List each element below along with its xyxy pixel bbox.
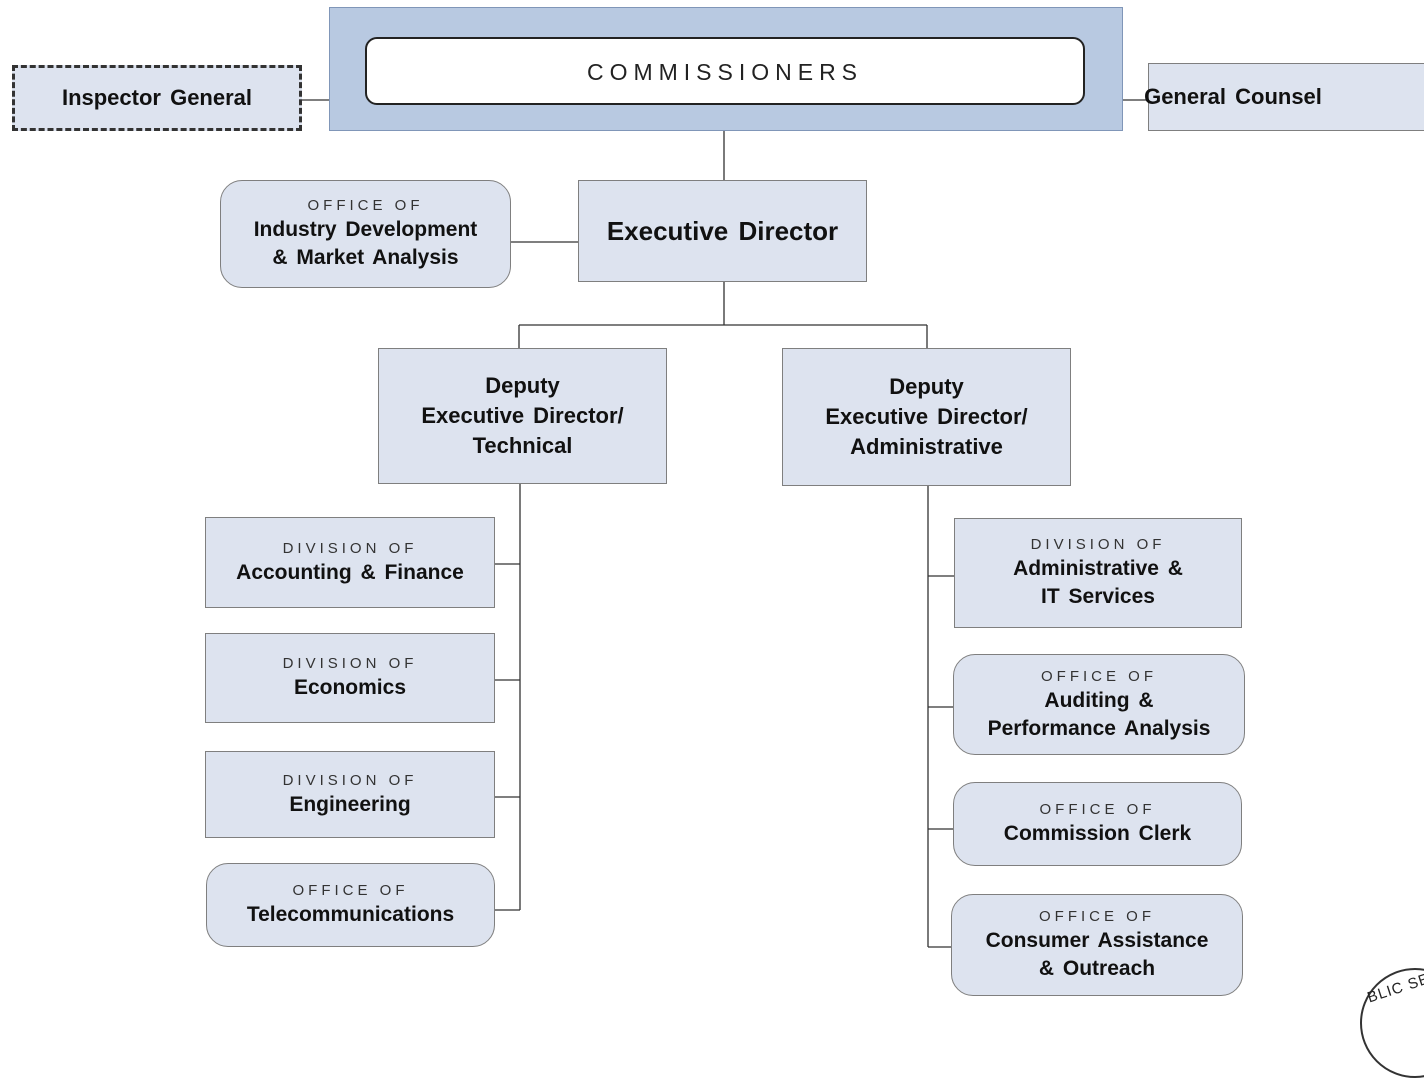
telecommunications-office-box: OFFICE OF Telecommunications bbox=[206, 863, 495, 947]
connector-lines bbox=[302, 99, 1148, 948]
unit-prefix: OFFICE OF bbox=[1041, 667, 1157, 685]
unit-prefix: OFFICE OF bbox=[292, 882, 409, 899]
deputy-technical-line2: Executive Director/ bbox=[421, 403, 624, 428]
unit-prefix: DIVISION OF bbox=[282, 655, 418, 672]
deputy-admin-line1: Deputy bbox=[889, 374, 964, 399]
accounting-finance-division-box: DIVISION OF Accounting & Finance bbox=[205, 517, 495, 608]
engineering-division-box: DIVISION OF Engineering bbox=[205, 751, 495, 838]
auditing-performance-office-box: OFFICE OF Auditing & Performance Analysi… bbox=[953, 654, 1245, 755]
unit-name-line2: & Outreach bbox=[1038, 957, 1156, 980]
unit-name: Engineering bbox=[289, 792, 411, 816]
unit-prefix: OFFICE OF bbox=[1039, 908, 1155, 925]
commission-clerk-office-box: OFFICE OF Commission Clerk bbox=[953, 782, 1242, 866]
economics-division-box: DIVISION OF Economics bbox=[205, 633, 495, 723]
commissioners-label-box: COMMISSIONERS bbox=[365, 37, 1085, 105]
unit-name-line2: Performance Analysis bbox=[987, 716, 1211, 740]
unit-prefix: DIVISION OF bbox=[282, 539, 418, 557]
general-counsel-label: General Counsel bbox=[1144, 84, 1322, 109]
unit-name-line1: Industry Development bbox=[253, 218, 478, 241]
inspector-general-label: Inspector General bbox=[61, 85, 253, 110]
industry-development-office-box: OFFICE OF Industry Development & Market … bbox=[220, 180, 511, 288]
unit-prefix: OFFICE OF bbox=[1039, 801, 1156, 818]
deputy-administrative-box: Deputy Executive Director/ Administrativ… bbox=[782, 348, 1071, 486]
commissioners-label: COMMISSIONERS bbox=[586, 59, 864, 85]
unit-name-line1: Auditing & bbox=[1044, 688, 1154, 712]
executive-director-box: Executive Director bbox=[578, 180, 867, 282]
deputy-admin-line3: Administrative bbox=[850, 434, 1003, 459]
unit-name-line1: Consumer Assistance bbox=[985, 929, 1209, 952]
executive-director-label: Executive Director bbox=[606, 216, 839, 246]
inspector-general-box: Inspector General bbox=[12, 65, 302, 131]
unit-prefix: DIVISION OF bbox=[1030, 536, 1166, 553]
deputy-technical-box: Deputy Executive Director/ Technical bbox=[378, 348, 667, 484]
deputy-admin-line2: Executive Director/ bbox=[825, 404, 1028, 429]
general-counsel-box: General Counsel bbox=[1144, 63, 1424, 131]
unit-prefix: OFFICE OF bbox=[307, 197, 424, 214]
unit-name: Telecommunications bbox=[246, 903, 455, 926]
administrative-it-division-box: DIVISION OF Administrative & IT Services bbox=[954, 518, 1242, 628]
deputy-technical-line1: Deputy bbox=[485, 373, 560, 398]
unit-prefix: DIVISION OF bbox=[282, 771, 418, 789]
consumer-assistance-office-box: OFFICE OF Consumer Assistance & Outreach bbox=[951, 894, 1243, 996]
unit-name: Commission Clerk bbox=[1003, 822, 1192, 845]
unit-name: Accounting & Finance bbox=[236, 560, 464, 584]
unit-name-line2: & Market Analysis bbox=[272, 246, 459, 269]
unit-name-line2: IT Services bbox=[1041, 585, 1155, 608]
unit-name: Economics bbox=[293, 676, 407, 699]
deputy-technical-line3: Technical bbox=[472, 433, 573, 458]
unit-name-line1: Administrative & bbox=[1013, 557, 1183, 580]
